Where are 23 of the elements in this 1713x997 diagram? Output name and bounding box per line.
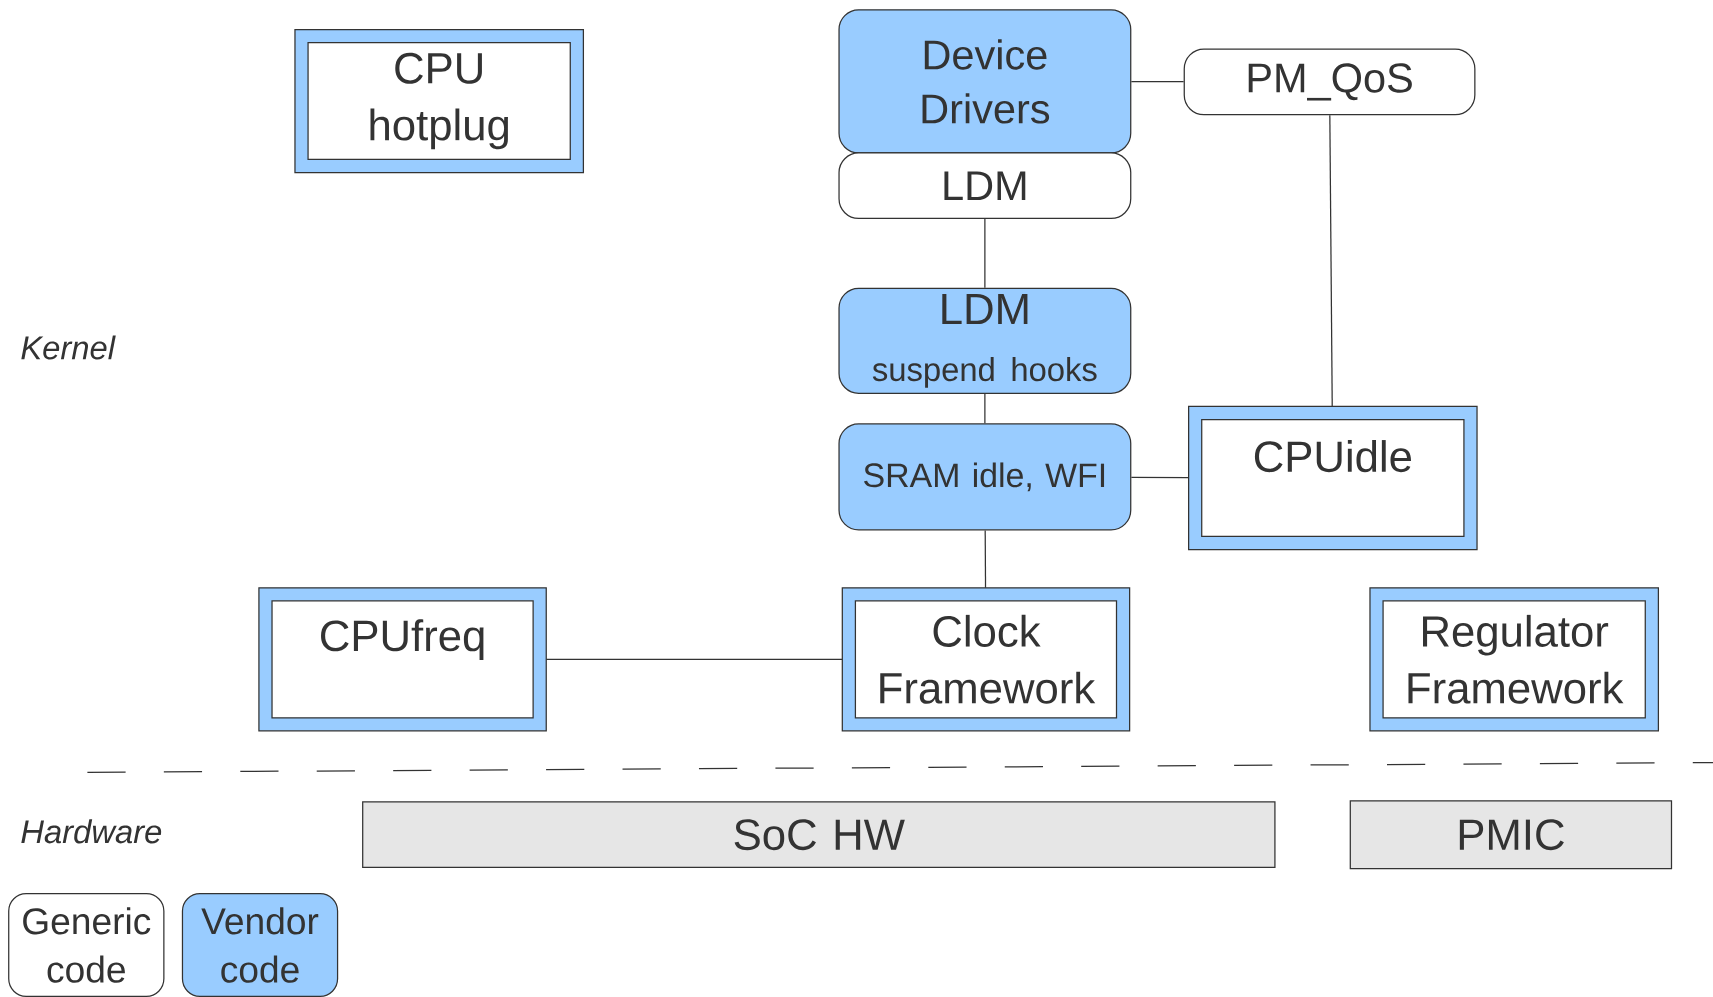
- module-box: LDM suspend hooks: [838, 287, 1132, 394]
- framework-box: CPUfreq: [258, 586, 547, 732]
- hardware-box: SoC HW: [362, 801, 1276, 868]
- module-box: PM_QoS: [1183, 48, 1476, 116]
- connector-line: [984, 393, 986, 424]
- connector-line: [984, 529, 987, 589]
- connector-line: [1329, 114, 1333, 407]
- module-box: Device Drivers: [838, 9, 1132, 154]
- legend-box: Generic code: [8, 892, 165, 997]
- framework-box: CPU hotplug: [294, 28, 584, 174]
- connector-line: [1130, 80, 1185, 83]
- framework-box: CPUidle: [1188, 405, 1478, 550]
- module-box: SRAM idle, WFI: [838, 423, 1132, 531]
- hardware-box: PMIC: [1349, 799, 1673, 869]
- connector-line: [545, 658, 843, 660]
- legend-box: Vendor code: [181, 892, 339, 997]
- layer-label: Hardware: [21, 819, 162, 844]
- framework-box: Clock Framework: [841, 586, 1131, 732]
- framework-box: Regulator Framework: [1369, 586, 1659, 732]
- layer-label: Kernel: [21, 335, 116, 360]
- module-box: LDM: [838, 152, 1132, 219]
- connector-line: [984, 218, 986, 289]
- connector-line: [1130, 476, 1190, 478]
